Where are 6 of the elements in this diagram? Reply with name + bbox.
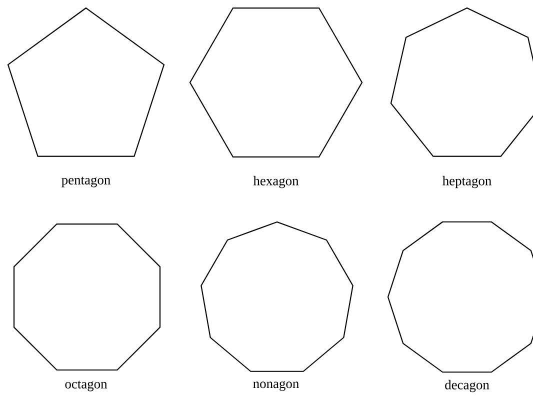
node-label: decagon [445,380,490,392]
node-label: octagon [65,380,108,392]
node-label: hexagon [253,176,299,188]
node-label: pentagon [62,176,110,188]
node-label: nonagon [253,381,299,391]
node-label: heptagon [442,176,492,188]
